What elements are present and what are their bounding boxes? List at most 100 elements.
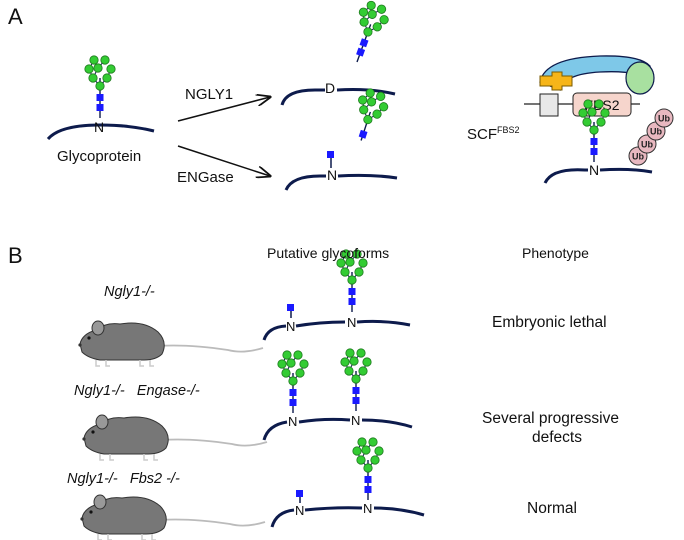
mouse-silhouette (80, 494, 266, 540)
engase-product-backbone (284, 173, 398, 191)
mannose-circle (365, 88, 375, 98)
mannose-circle (351, 374, 361, 384)
mannose-circle (359, 17, 369, 27)
mouse-foot (151, 534, 156, 540)
mannose-circle (356, 348, 366, 358)
mouse-foot (143, 454, 148, 461)
mannose-circle (358, 95, 368, 105)
row2-residue-n1: N (288, 414, 298, 429)
ngly1-arrow (177, 97, 270, 122)
mannose-circle (277, 359, 287, 369)
mannose-circle (363, 114, 373, 125)
mouse-foot (95, 360, 100, 367)
mannose-circle (379, 15, 389, 25)
mannose-circle (84, 64, 94, 74)
mouse-tail (157, 344, 264, 353)
glycan-structure (84, 55, 116, 118)
mouse-foot (153, 454, 158, 461)
panel-label-b: B (8, 243, 23, 268)
mannose-circle (299, 359, 309, 369)
glycan-structure (358, 88, 389, 141)
mannose-circle (366, 97, 377, 107)
mannose-circle (582, 117, 592, 127)
mannose-circle (336, 258, 346, 268)
mannose-circle (361, 445, 371, 455)
released-glycan-ngly1 (356, 0, 389, 63)
row1-residue-n1: N (286, 319, 296, 334)
glycan-structure (352, 437, 384, 500)
glcnac-square (364, 476, 372, 483)
mannose-circle (95, 81, 105, 91)
mannose-circle (596, 117, 606, 127)
rbx1-ellipse (625, 61, 655, 95)
mannose-circle (367, 9, 377, 19)
mouse-ngly1-fbs2-dko (80, 494, 266, 540)
glcnac-square (289, 399, 297, 406)
mannose-circle (376, 4, 387, 14)
mouse-nose (80, 517, 84, 521)
row3-residue-n1: N (295, 503, 305, 518)
mannose-circle (358, 366, 368, 376)
phenotype-row3: Normal (527, 500, 577, 517)
mannose-circle (363, 463, 373, 473)
mannose-circle (349, 356, 359, 366)
ubiquitin-label: Ub (650, 127, 662, 137)
mannose-circle (345, 348, 355, 358)
mouse-ear (91, 320, 105, 336)
glycoform-backbone-row3 (270, 506, 425, 528)
scf-label: SCFFBS2 (467, 126, 520, 143)
engase-remaining-glcnac (327, 151, 334, 158)
mannose-circle (347, 275, 357, 285)
mannose-circle (362, 357, 372, 367)
row1-residue-n2: N (347, 315, 357, 330)
skp1-box (539, 93, 559, 117)
row2-glycan-1 (277, 350, 309, 413)
glycoform-backbone-row1 (262, 319, 411, 341)
phenotype-row2-line2: defects (532, 429, 582, 446)
mannose-circle (374, 446, 384, 456)
glycoprotein-residue-n: N (94, 119, 105, 135)
mannose-circle (282, 350, 292, 360)
mannose-circle (293, 350, 303, 360)
mouse-foot (141, 534, 146, 540)
mouse-nose (78, 343, 82, 347)
row1-glycan (336, 249, 368, 312)
mannose-circle (578, 108, 588, 118)
glycoprotein-glycan (84, 55, 116, 118)
mannose-circle (363, 27, 373, 37)
glycoform-backbone-row2 (262, 417, 413, 441)
engase-product-residue-n: N (327, 167, 338, 183)
mouse-silhouette (78, 320, 264, 367)
mannose-circle (88, 73, 98, 83)
mannose-circle (100, 55, 110, 65)
row3-glycan (352, 437, 384, 500)
mouse-foot (139, 360, 144, 367)
mannose-circle (281, 368, 291, 378)
mannose-circle (372, 109, 382, 119)
mannose-circle (106, 64, 116, 74)
mouse-nose (82, 437, 86, 441)
mouse-ngly1-engase-dko (82, 414, 268, 461)
glycoprotein-backbone (46, 123, 155, 141)
mannose-circle (340, 357, 350, 367)
glycan-structure (340, 348, 372, 411)
glcnac-square (96, 94, 104, 101)
mouse-ngly1-ko (78, 320, 264, 367)
glcnac-square (590, 138, 598, 145)
panel-label-a: A (8, 4, 23, 29)
scf-label-main: SCF (467, 126, 497, 143)
mannose-circle (89, 55, 99, 65)
glcnac-square (96, 104, 104, 111)
ubiquitin-label: Ub (658, 114, 670, 124)
mannose-circle (358, 7, 369, 17)
mouse-ear (93, 494, 107, 510)
glcnac-square (352, 387, 360, 394)
glycoprotein-label: Glycoprotein (57, 148, 142, 165)
glcnac-square (358, 129, 368, 139)
mouse-foot (105, 360, 110, 367)
glycan-structure (356, 0, 389, 63)
mannose-circle (352, 446, 362, 456)
mouse-tail (161, 438, 268, 447)
